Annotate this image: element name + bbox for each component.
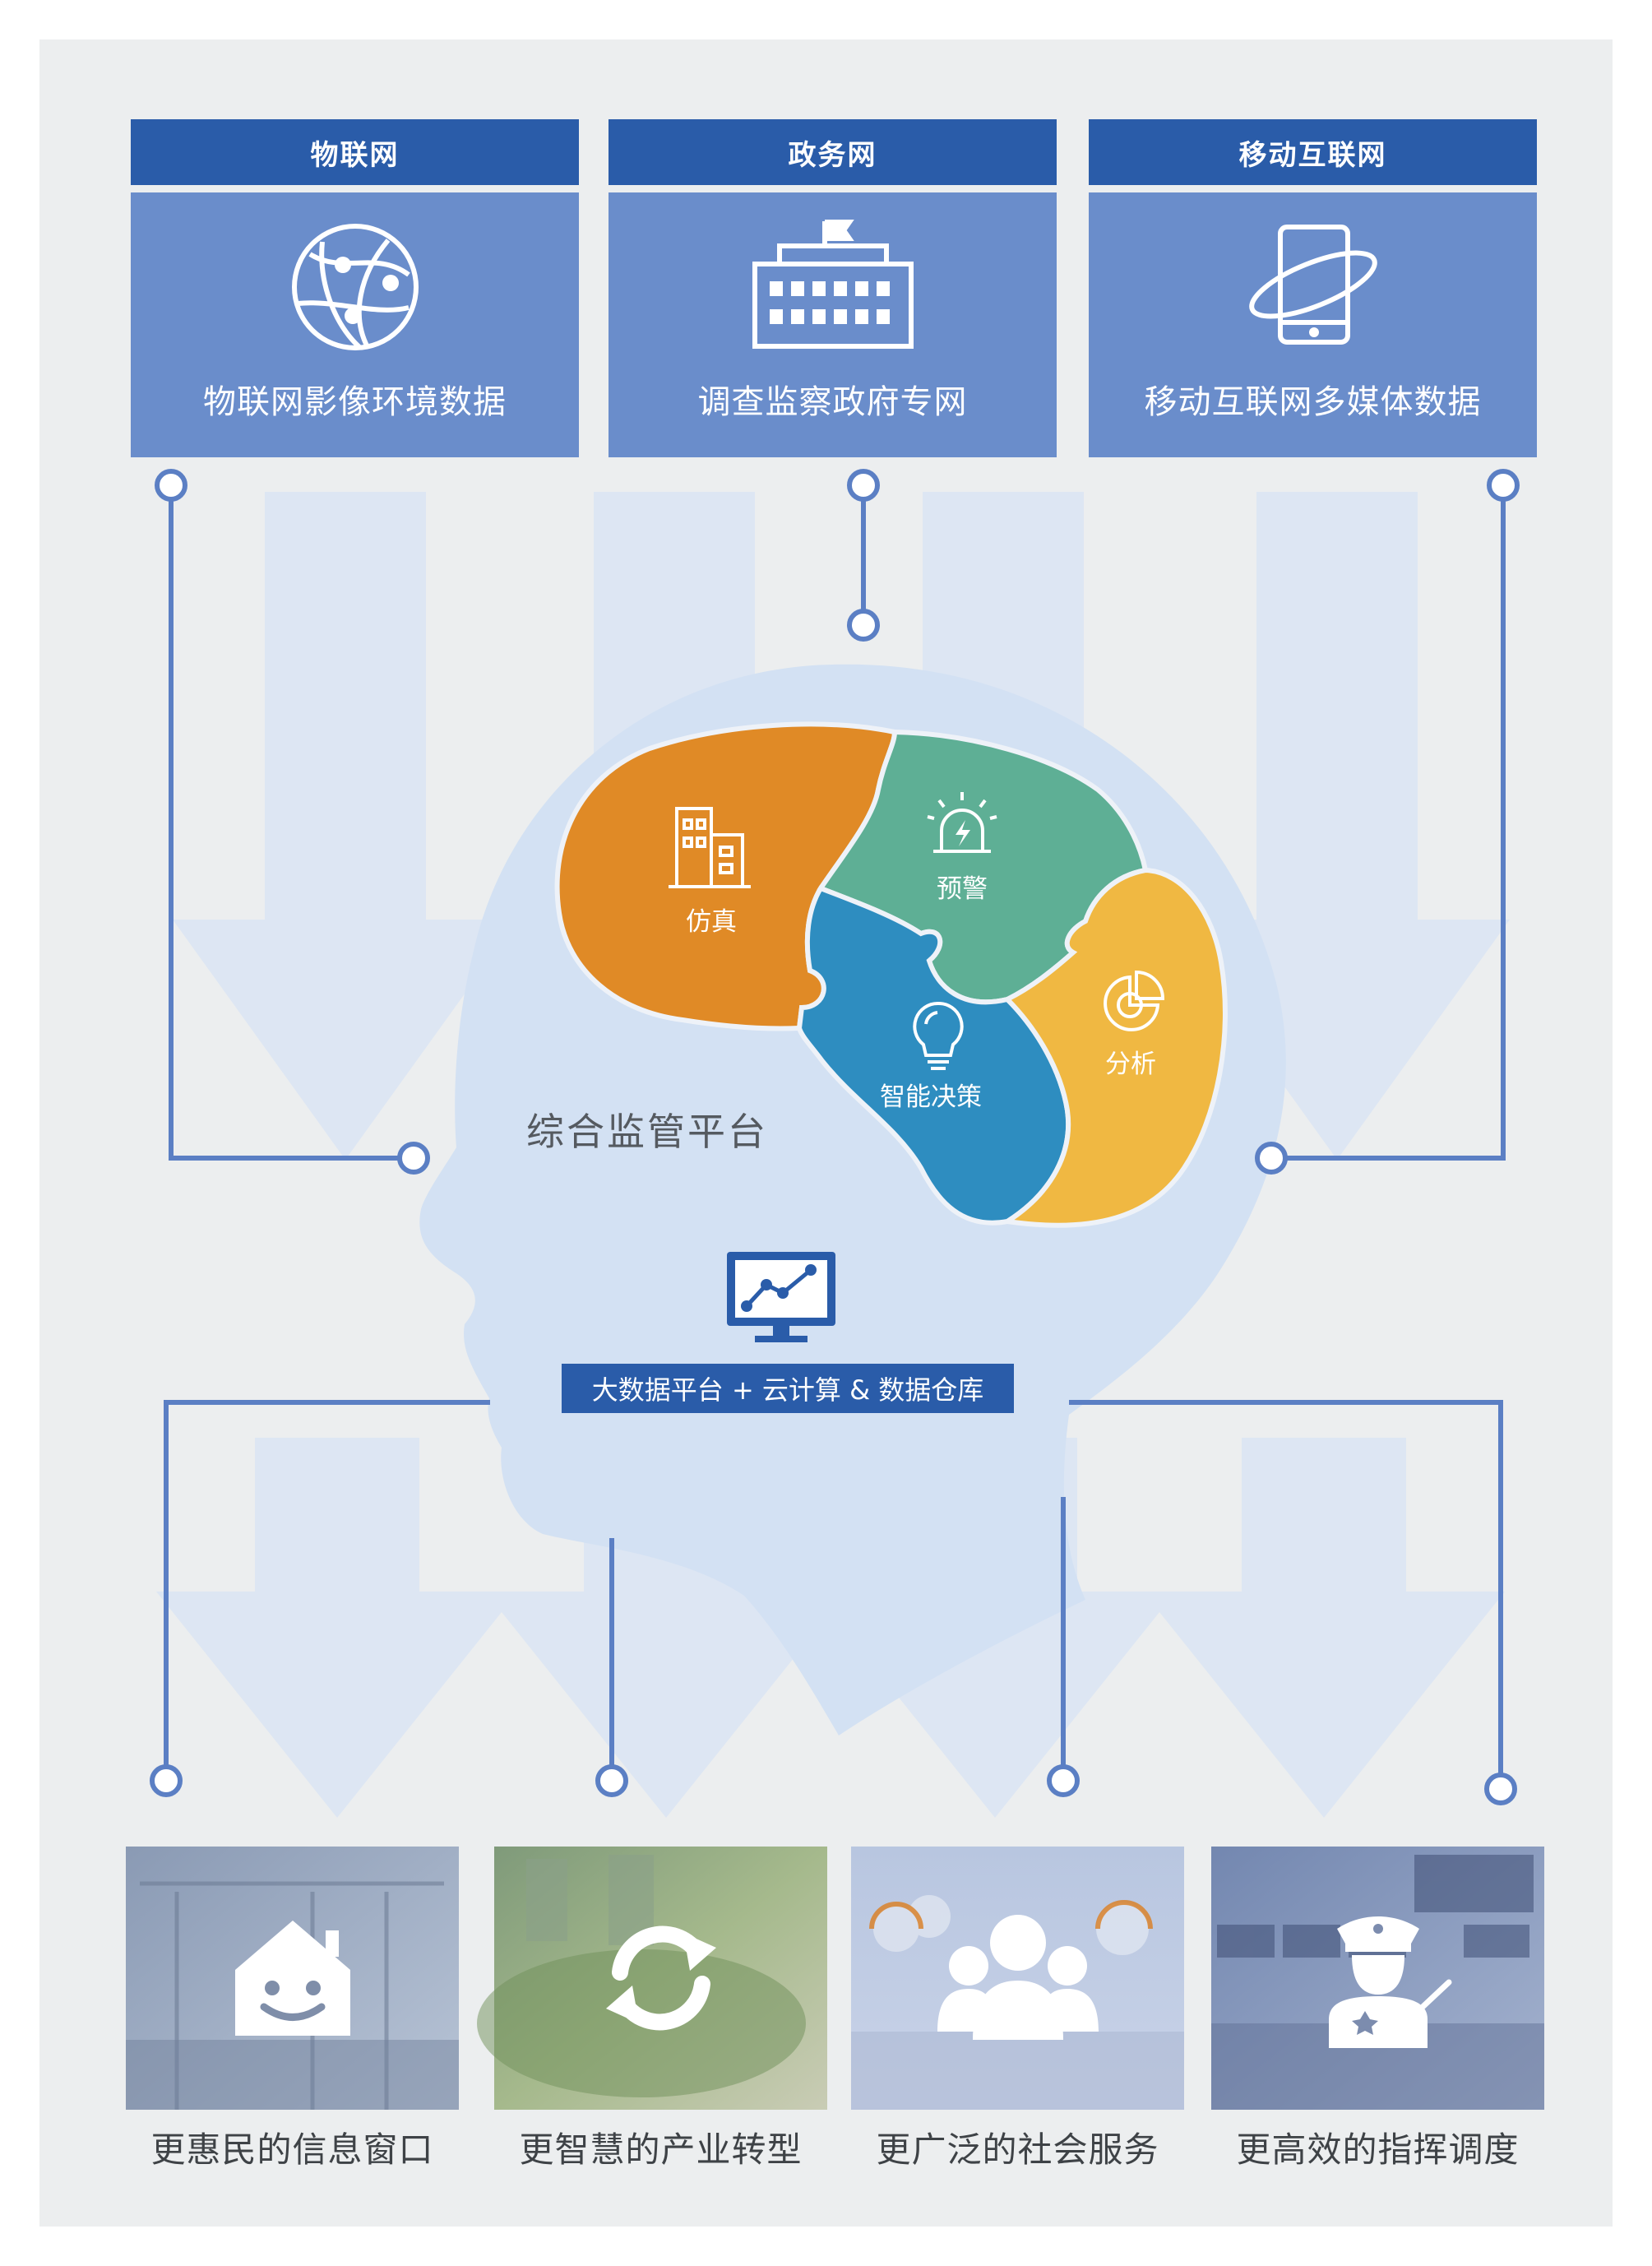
connector-lines bbox=[164, 485, 1506, 1783]
lightbulb-icon bbox=[913, 1001, 964, 1070]
output-photo-industry bbox=[494, 1847, 827, 2110]
output-photos bbox=[126, 1847, 1544, 2110]
output-label-industry: 更智慧的产业转型 bbox=[519, 2129, 803, 2170]
monitor-chart-icon bbox=[727, 1252, 835, 1342]
output-label-command: 更高效的指挥调度 bbox=[1236, 2129, 1520, 2170]
police-officer-icon bbox=[1328, 1916, 1451, 2048]
brain-label-analysis: 分析 bbox=[1105, 1050, 1156, 1079]
alarm-icon bbox=[927, 792, 997, 853]
brain-label-simulation: 仿真 bbox=[686, 907, 737, 937]
refresh-cycle-icon bbox=[605, 1925, 716, 2031]
pie-chart-icon bbox=[1104, 970, 1165, 1031]
brain-label-warning: 预警 bbox=[937, 874, 988, 904]
buildings-icon bbox=[669, 807, 751, 888]
smiling-house-icon bbox=[234, 1921, 350, 2036]
brain-label-decision: 智能决策 bbox=[880, 1082, 982, 1112]
source-box-mobile: 移动互联网多媒体数据 bbox=[1089, 192, 1537, 457]
bigdata-platform-bar: 大数据平台 + 云计算 & 数据仓库 bbox=[562, 1364, 1014, 1413]
government-building-icon bbox=[752, 220, 914, 349]
output-photo-service-window bbox=[126, 1847, 459, 2110]
platform-title: 综合监管平台 bbox=[526, 1110, 768, 1154]
source-label-gov: 调查监察政府专网 bbox=[697, 383, 968, 421]
output-label-social-service: 更广泛的社会服务 bbox=[876, 2129, 1159, 2170]
globe-network-icon bbox=[291, 224, 419, 350]
connector-nodes bbox=[150, 469, 1520, 1805]
people-group-icon bbox=[937, 1915, 1099, 2040]
source-label-iot: 物联网影像环境数据 bbox=[203, 383, 507, 421]
source-label-mobile: 移动互联网多媒体数据 bbox=[1144, 383, 1482, 421]
source-title-iot: 物联网 bbox=[131, 119, 579, 185]
output-photo-social-service bbox=[851, 1847, 1184, 2110]
output-photo-command bbox=[1211, 1847, 1544, 2110]
brain-piece-analysis bbox=[1000, 867, 1228, 1228]
output-label-service-window: 更惠民的信息窗口 bbox=[150, 2129, 434, 2170]
source-box-iot: 物联网影像环境数据 bbox=[131, 192, 579, 457]
brain-puzzle bbox=[554, 721, 1228, 1228]
source-box-gov: 调查监察政府专网 bbox=[609, 192, 1057, 457]
source-title-gov: 政务网 bbox=[609, 119, 1057, 185]
mobile-phone-icon bbox=[1248, 225, 1377, 345]
source-title-mobile: 移动互联网 bbox=[1089, 119, 1537, 185]
